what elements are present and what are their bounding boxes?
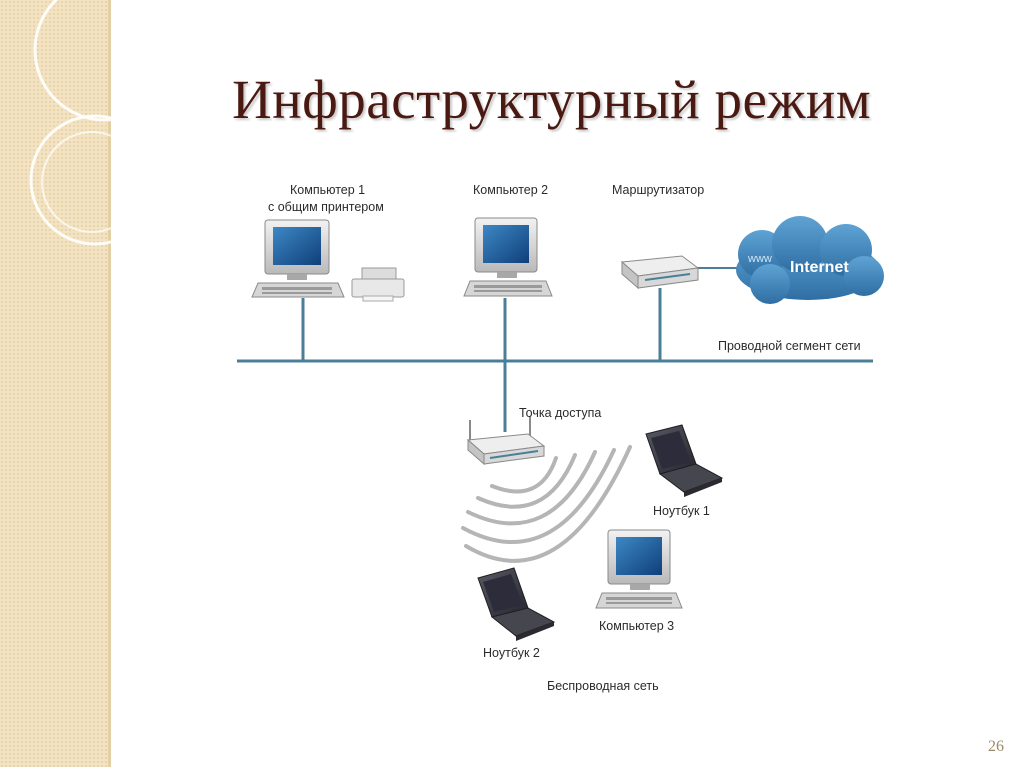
computer-1-label-line1: Компьютер 1 [290, 183, 366, 197]
access-point-icon [466, 416, 546, 466]
router-label: Маршрутизатор [612, 183, 705, 197]
access-point-label: Точка доступа [519, 406, 602, 420]
wireless-waves [461, 445, 632, 563]
decorative-circles [29, 0, 177, 246]
computer-2-label: Компьютер 2 [473, 183, 549, 197]
internet-cloud-icon: www Internet [736, 216, 884, 304]
computer-3-label: Компьютер 3 [599, 619, 675, 633]
wired-network-lines [237, 267, 873, 432]
router-icon [620, 255, 700, 290]
wired-segment-label: Проводной сегмент сети [718, 339, 861, 353]
sidebar-edge [108, 0, 111, 767]
laptop-1-icon [645, 424, 724, 497]
computer-1-icon [251, 219, 345, 298]
page-number: 26 [988, 738, 1004, 755]
www-text: www [747, 253, 772, 265]
laptop-2-label: Ноутбук 2 [483, 646, 540, 660]
internet-text: Internet [790, 259, 849, 276]
slide-title: Инфраструктурный режим [232, 69, 872, 130]
decorative-sidebar [0, 0, 110, 767]
printer-icon [351, 267, 405, 302]
wireless-network-label: Беспроводная сеть [547, 679, 659, 693]
computer-2-icon [463, 217, 553, 297]
laptop-1-label: Ноутбук 1 [653, 504, 710, 518]
computer-1-label-line2: с общим принтером [268, 200, 384, 214]
laptop-2-icon [477, 567, 556, 641]
computer-3-icon [595, 529, 683, 609]
